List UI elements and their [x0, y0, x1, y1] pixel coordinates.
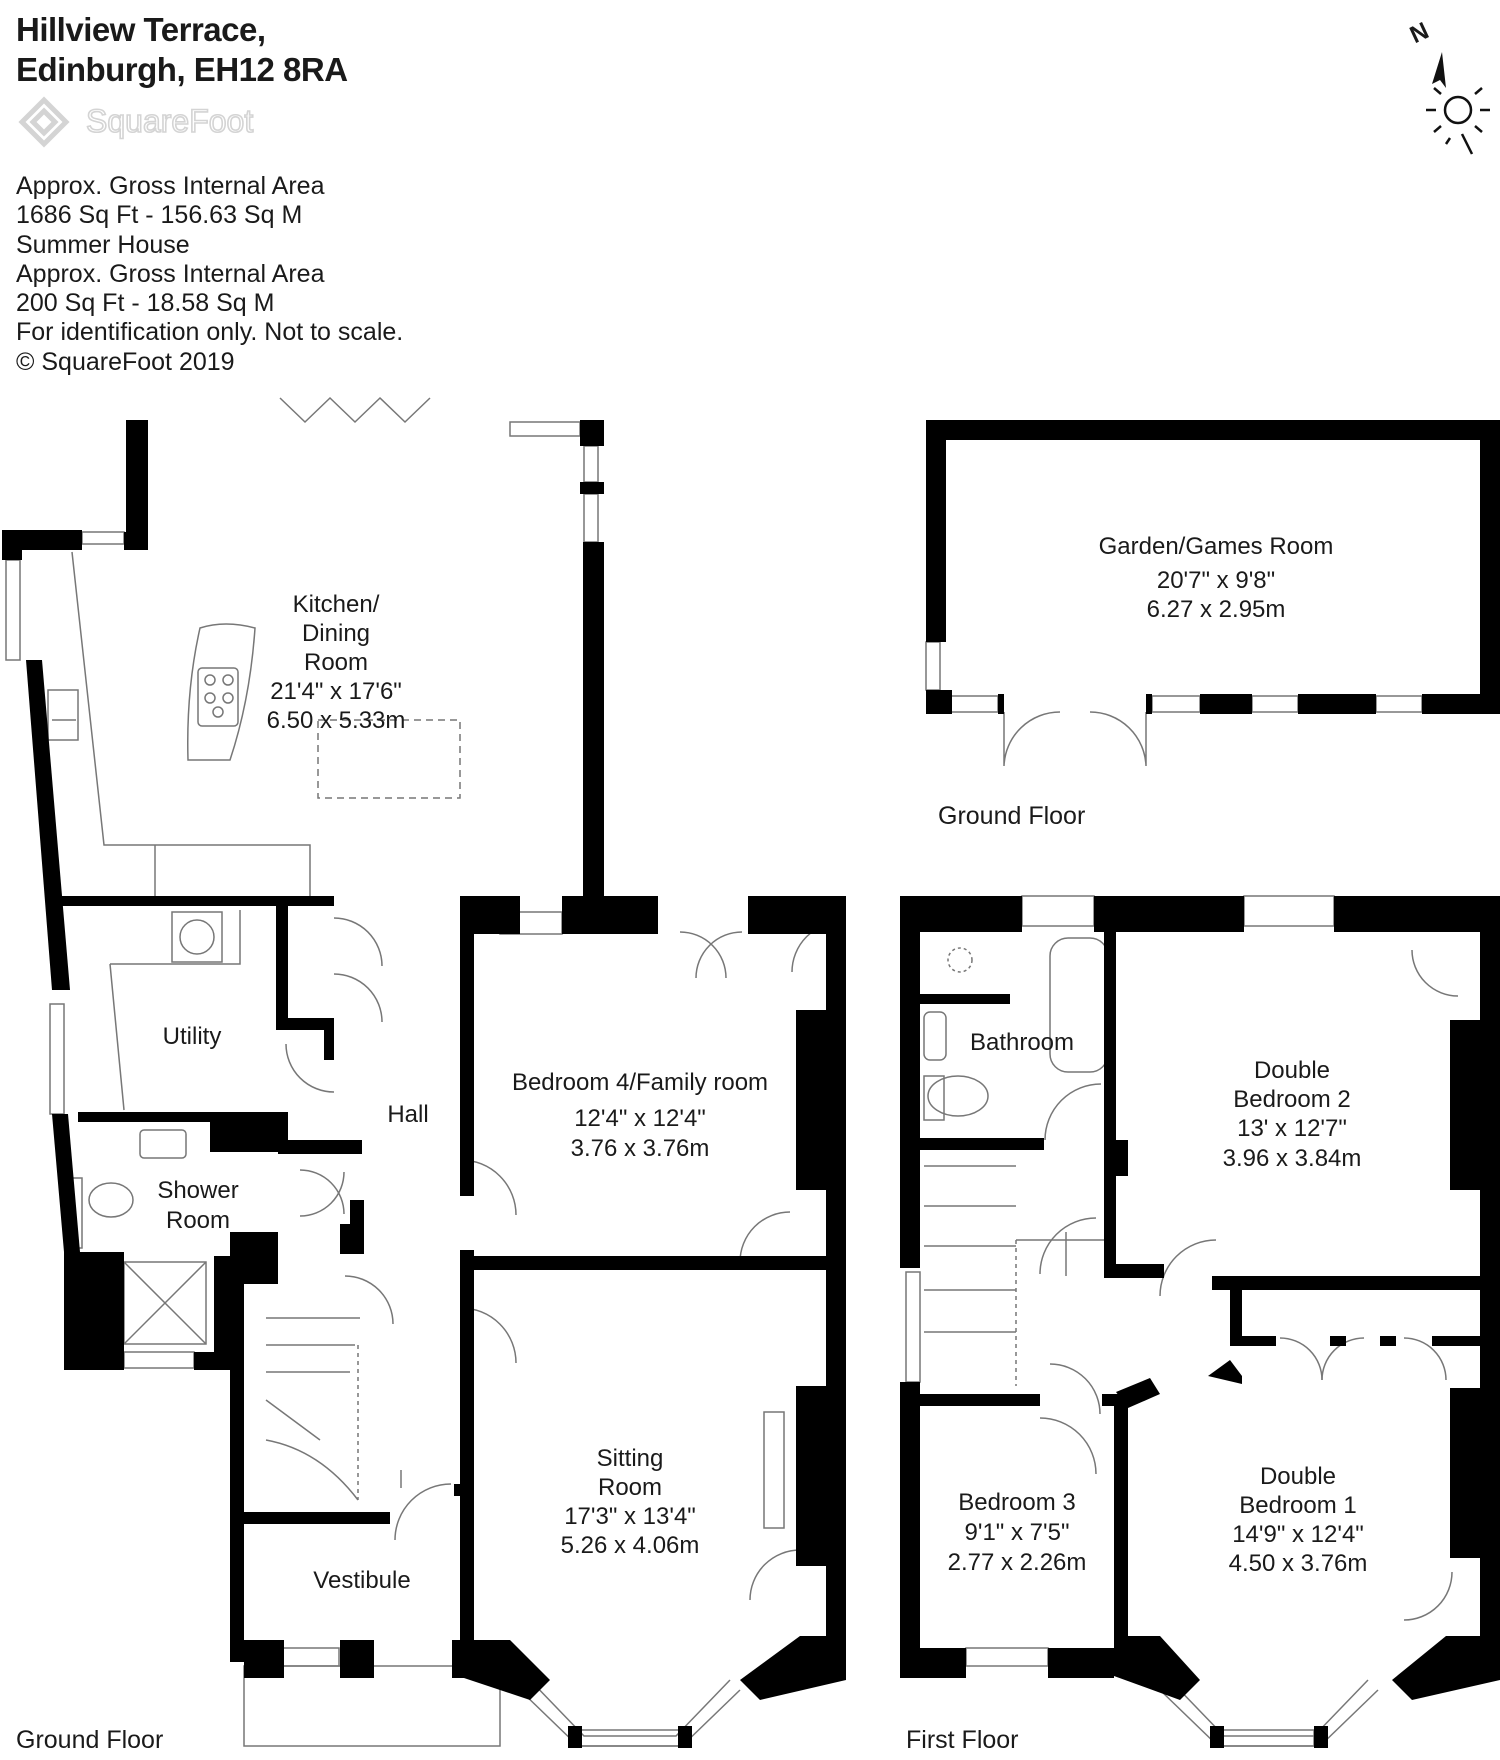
hall-name: Hall — [387, 1101, 428, 1128]
kitchen-imperial: 21'4" x 17'6" — [270, 678, 402, 705]
vestibule-name: Vestibule — [313, 1567, 410, 1594]
summer-house-labels: Garden/Games Room 20'7" x 9'8" 6.27 x 2.… — [1099, 533, 1334, 623]
shower-name-1: Shower — [157, 1177, 238, 1204]
double1-name-2: Bedroom 1 — [1239, 1492, 1356, 1519]
svg-text:N: N — [1406, 17, 1433, 49]
bathroom-name: Bathroom — [970, 1029, 1074, 1056]
summer-house-plan — [925, 420, 1500, 767]
shower-name-2: Room — [166, 1207, 230, 1234]
summer-house-floor-label: Ground Floor — [938, 802, 1085, 830]
sitting-name-2: Room — [598, 1474, 662, 1501]
utility-name: Utility — [163, 1023, 222, 1050]
double2-name-2: Bedroom 2 — [1233, 1086, 1350, 1113]
ground-floor-labels: Kitchen/ Dining Room 21'4" x 17'6" 6.50 … — [157, 591, 768, 1594]
kitchen-name-2: Dining — [302, 620, 370, 647]
double2-imperial: 13' x 12'7" — [1237, 1115, 1347, 1142]
info-line-3: Summer House — [16, 230, 190, 259]
squarefoot-logo: SquareFoot — [16, 92, 276, 152]
north-sun-compass-icon: N — [1406, 17, 1490, 155]
info-line-4: Approx. Gross Internal Area — [16, 259, 325, 288]
info-line-7: © SquareFoot 2019 — [16, 347, 235, 376]
bedroom3-metric: 2.77 x 2.26m — [948, 1549, 1087, 1576]
garden-room-name: Garden/Games Room — [1099, 533, 1334, 560]
double1-name-1: Double — [1260, 1463, 1336, 1490]
kitchen-metric: 6.50 x 5.33m — [267, 707, 406, 734]
area-info: Approx. Gross Internal Area 1686 Sq Ft -… — [16, 172, 403, 377]
double1-metric: 4.50 x 3.76m — [1229, 1550, 1368, 1577]
bedroom3-imperial: 9'1" x 7'5" — [965, 1519, 1070, 1546]
info-line-6: For identification only. Not to scale. — [16, 318, 404, 347]
info-line-5: 200 Sq Ft - 18.58 Sq M — [16, 289, 275, 318]
address-line-2: Edinburgh, EH12 8RA — [16, 51, 348, 88]
double1-imperial: 14'9" x 12'4" — [1232, 1521, 1364, 1548]
garden-room-imperial: 20'7" x 9'8" — [1157, 567, 1275, 594]
sitting-imperial: 17'3" x 13'4" — [564, 1503, 696, 1530]
ground-floor-label: Ground Floor — [16, 1726, 163, 1754]
bedroom4-metric: 3.76 x 3.76m — [571, 1135, 710, 1162]
brand-name: SquareFoot — [86, 103, 253, 139]
bedroom3-name: Bedroom 3 — [958, 1489, 1075, 1516]
kitchen-name-1: Kitchen/ — [293, 591, 380, 618]
address-line-1: Hillview Terrace, — [16, 11, 266, 48]
bedroom4-name: Bedroom 4/Family room — [512, 1069, 768, 1096]
sitting-metric: 5.26 x 4.06m — [561, 1532, 700, 1559]
ground-floor-plan — [2, 396, 846, 1748]
sitting-name-1: Sitting — [597, 1445, 664, 1472]
first-floor-labels: Bathroom Double Bedroom 2 13' x 12'7" 3.… — [948, 1029, 1368, 1577]
bedroom4-imperial: 12'4" x 12'4" — [574, 1105, 706, 1132]
info-line-1: Approx. Gross Internal Area — [16, 172, 325, 200]
first-floor-plan — [900, 895, 1500, 1748]
property-address: Hillview Terrace, Edinburgh, EH12 8RA — [16, 10, 348, 90]
garden-room-metric: 6.27 x 2.95m — [1147, 596, 1286, 623]
double2-metric: 3.96 x 3.84m — [1223, 1145, 1362, 1172]
info-line-2: 1686 Sq Ft - 156.63 Sq M — [16, 201, 303, 230]
first-floor-label: First Floor — [906, 1726, 1019, 1754]
double2-name-1: Double — [1254, 1057, 1330, 1084]
kitchen-name-3: Room — [304, 649, 368, 676]
